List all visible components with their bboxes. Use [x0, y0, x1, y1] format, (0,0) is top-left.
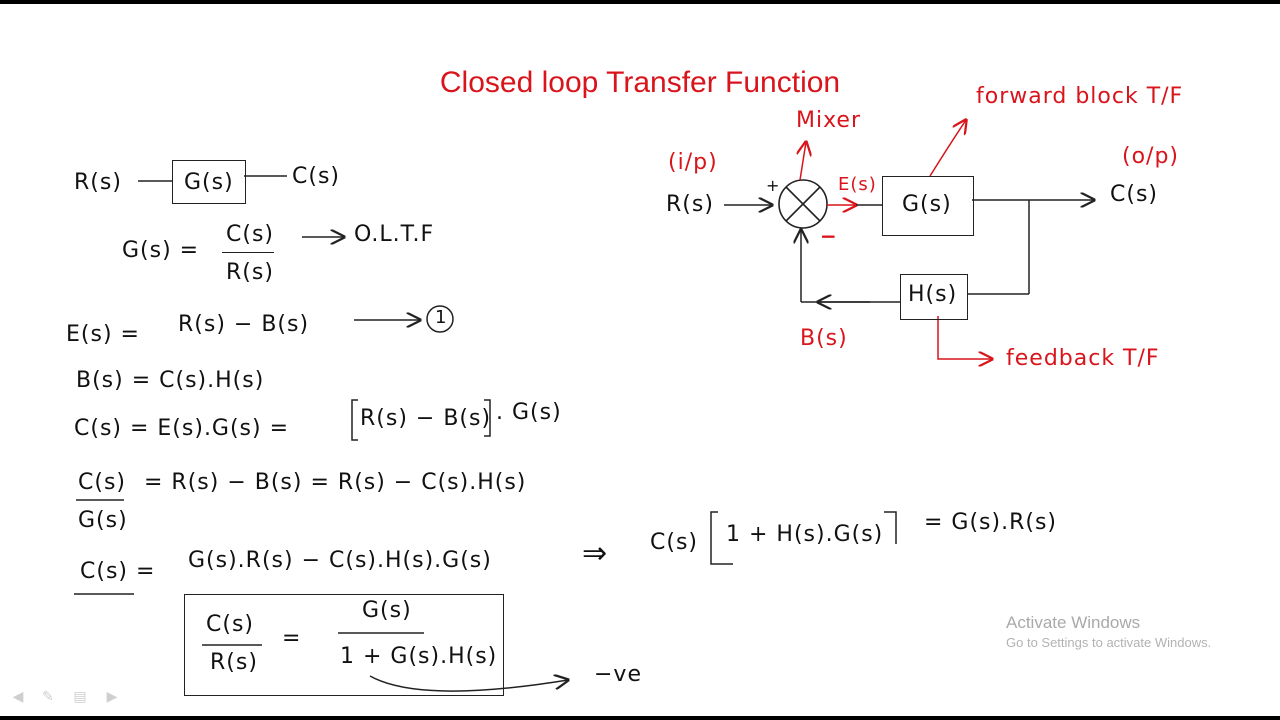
forward-block: [882, 176, 974, 236]
result-den: R(s): [210, 650, 258, 675]
input-tag: (i/p): [668, 150, 718, 175]
oltf-label: O.L.T.F: [354, 222, 435, 247]
plus-sign: +: [766, 176, 781, 195]
result-rhs-den: 1 + G(s).H(s): [340, 644, 498, 669]
ol-block-label: G(s): [184, 170, 234, 195]
eq5-arrow: ⇒: [582, 536, 609, 571]
activate-windows-title: Activate Windows: [1006, 613, 1141, 632]
slide-title: Closed loop Transfer Function: [439, 66, 841, 99]
output-tag: (o/p): [1122, 144, 1180, 169]
forward-block-label: G(s): [902, 192, 952, 217]
result-box: [184, 594, 504, 696]
result-eq: =: [282, 626, 302, 651]
back-icon[interactable]: ◀: [12, 689, 24, 705]
eq1-tag-circle: [426, 305, 454, 333]
diagram-output: C(s): [1110, 182, 1158, 207]
ol-eq-den: R(s): [226, 260, 274, 285]
slides-icon[interactable]: ▤: [73, 689, 87, 705]
diagram-input: R(s): [666, 192, 714, 217]
forward-icon[interactable]: ▶: [106, 689, 118, 705]
eq3-bracket-content: R(s) − B(s): [360, 406, 492, 431]
negative-feedback-note: −ve: [594, 662, 642, 687]
mixer-arrow: [800, 142, 806, 181]
eq1-lhs: E(s) =: [66, 322, 140, 347]
eq2: B(s) = C(s).H(s): [76, 368, 265, 393]
result-rhs-num: G(s): [362, 598, 412, 623]
feedback-block-label: H(s): [908, 282, 958, 307]
feedback-label-arrow: [937, 316, 992, 359]
eq6-bracket-content: 1 + H(s).G(s): [726, 522, 884, 547]
eq6-b: = G(s).R(s): [924, 510, 1058, 535]
slide: Closed loop Transfer Function: [0, 4, 1280, 716]
feedback-block: [900, 274, 968, 320]
feedback-label: feedback T/F: [1006, 346, 1160, 371]
forward-label: forward block T/F: [976, 84, 1184, 109]
ve-arrow: [369, 676, 568, 692]
diagram-lines: [74, 4, 1280, 692]
pen-icon[interactable]: ✎: [42, 689, 54, 705]
eq4-den: G(s): [78, 508, 128, 533]
eq1-rhs: R(s) − B(s): [178, 312, 310, 337]
ol-eq-bar: [222, 252, 274, 253]
eq4-num: C(s): [78, 470, 126, 495]
ol-input: R(s): [74, 170, 122, 195]
eq3-bracket: [351, 399, 491, 441]
activate-windows-subtitle[interactable]: Go to Settings to activate Windows.: [1006, 635, 1212, 650]
eq3-a: C(s) = E(s).G(s) =: [74, 416, 290, 441]
eq4-rhs: = R(s) − B(s) = R(s) − C(s).H(s): [144, 470, 527, 495]
result-num: C(s): [206, 612, 254, 637]
eq3-b: . G(s): [496, 400, 562, 425]
eq5-rhs: G(s).R(s) − C(s).H(s).G(s): [188, 548, 492, 573]
minus-sign: −: [820, 224, 838, 248]
ol-eq-num: C(s): [226, 222, 274, 247]
ol-eq-lhs: G(s) =: [122, 238, 200, 263]
slide-nav: ◀ ✎ ▤ ▶: [8, 688, 126, 708]
ol-output: C(s): [292, 164, 340, 189]
feedback-signal: B(s): [800, 326, 848, 351]
ol-block: [172, 160, 246, 204]
summing-junction: [778, 179, 828, 229]
eq1-tag: 1: [435, 307, 448, 328]
eq6-bracket: [710, 511, 897, 565]
error-signal: E(s): [838, 174, 877, 195]
forward-label-arrow: [929, 120, 966, 177]
eq6-a: C(s): [650, 530, 698, 555]
mixer-label: Mixer: [796, 108, 862, 133]
eq5-lhs: C(s) =: [80, 559, 156, 584]
